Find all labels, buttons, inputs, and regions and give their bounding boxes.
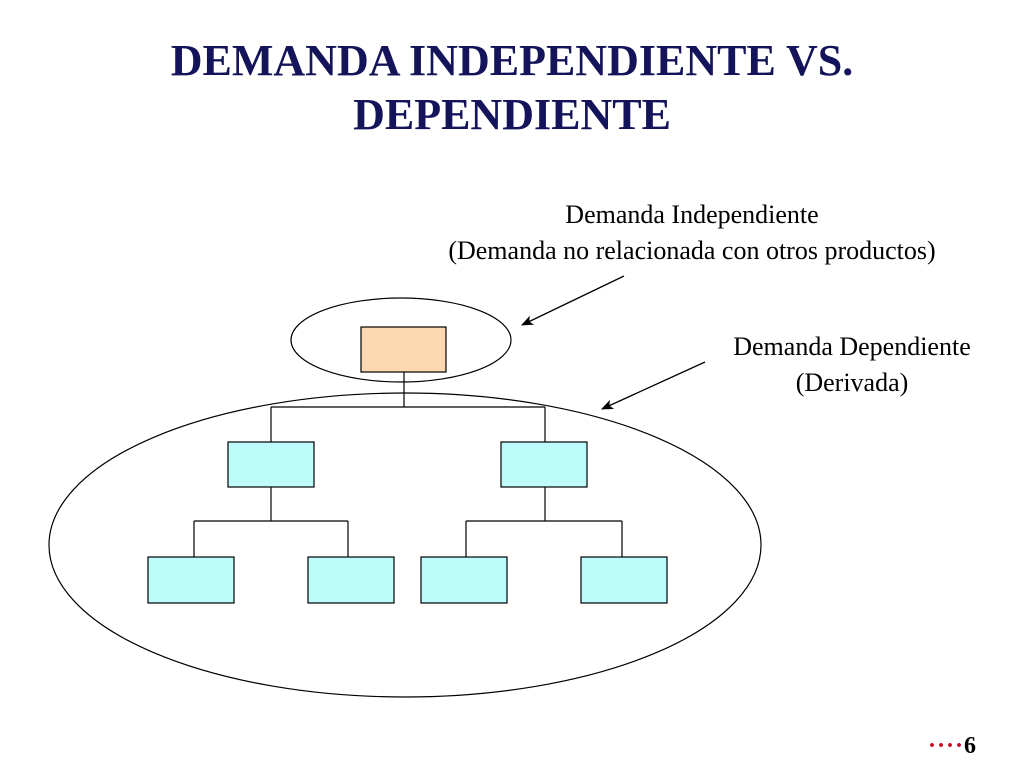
dependent-demand-ellipse: [48, 392, 762, 698]
slide-title: DEMANDA INDEPENDIENTE VS. DEPENDIENTE: [0, 34, 1024, 142]
independent-demand-description: (Demanda no relacionada con otros produc…: [448, 236, 936, 265]
independent-demand-title: Demanda Independiente: [565, 200, 819, 229]
dependent-demand-label: Demanda Dependiente (Derivada): [690, 329, 1014, 401]
root-item-box: [360, 326, 447, 373]
slide-title-line-2: DEPENDIENTE: [353, 90, 671, 139]
independent-demand-arrow: [521, 275, 625, 326]
independent-demand-ellipse: [290, 297, 512, 383]
slide-title-line-1: DEMANDA INDEPENDIENTE VS.: [170, 36, 854, 85]
dependent-demand-title: Demanda Dependiente: [733, 332, 971, 361]
component-box-level3-3: [420, 556, 508, 604]
dependent-demand-description: (Derivada): [795, 368, 909, 397]
dependent-demand-arrow: [601, 361, 706, 410]
component-box-level3-4: [580, 556, 668, 604]
tree-connectors: [193, 372, 623, 557]
page-number-dots: ····: [927, 733, 964, 759]
page-number-value: 6: [964, 733, 976, 759]
component-box-level2-right: [500, 441, 588, 488]
independent-demand-label: Demanda Independiente (Demanda no relaci…: [372, 197, 1012, 269]
component-box-level3-1: [147, 556, 235, 604]
component-box-level2-left: [227, 441, 315, 488]
page-number: ····6: [928, 733, 976, 760]
component-box-level3-2: [307, 556, 395, 604]
